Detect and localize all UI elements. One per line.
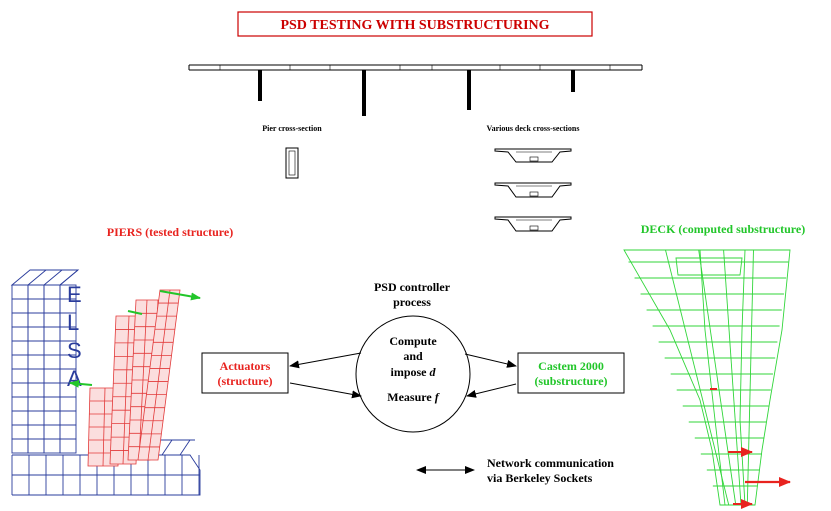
arrow-controller-to-actuators <box>289 352 362 369</box>
pier-1 <box>258 70 262 101</box>
bridge-elevation <box>188 64 643 116</box>
actuators-line-1: Actuators <box>220 359 271 373</box>
deck-cross-section-2-icon <box>494 182 572 198</box>
controller-label-line-1: PSD controller <box>374 280 451 294</box>
deck-cross-section-1-icon <box>494 148 572 163</box>
title-box <box>237 11 593 37</box>
piers-mesh <box>87 289 181 467</box>
network-legend-arrowhead-left <box>416 466 426 474</box>
castem-line-1: Castem 2000 <box>538 359 604 373</box>
piers-label: PIERS (tested structure) <box>107 225 233 239</box>
controller-label-line-2: process <box>393 295 431 309</box>
wall-letter-e: E <box>67 282 82 307</box>
castem-line-2: (substructure) <box>534 374 607 388</box>
actuators-box <box>201 352 289 394</box>
pier-load-arrow-mid <box>127 310 143 315</box>
arrow-controller-to-castem <box>464 353 517 368</box>
compute-line-3: impose d <box>391 365 437 379</box>
wall-letter-l: L <box>67 310 79 335</box>
pier-2 <box>362 70 366 116</box>
arrow-castem-to-controller <box>466 383 517 398</box>
deck-mesh <box>623 249 791 506</box>
pier-cross-section-icon <box>285 147 299 179</box>
wall-letter-s: S <box>67 338 82 363</box>
actuators-line-2: (structure) <box>217 374 272 388</box>
compute-line-2: and <box>403 349 423 363</box>
arrow-actuators-to-controller <box>289 382 362 399</box>
pier-4 <box>571 70 575 92</box>
deck-cross-section-3-icon <box>494 216 572 232</box>
title: PSD TESTING WITH SUBSTRUCTURING <box>280 18 549 33</box>
wall-letter-a: A <box>67 366 82 391</box>
measure-label: Measure f <box>387 390 439 404</box>
compute-line-1: Compute <box>389 334 437 348</box>
pier-load-arrow-bottom <box>69 379 93 388</box>
controller-circle <box>355 315 471 433</box>
pier-3 <box>467 70 471 110</box>
deck-label: DECK (computed substructure) <box>641 222 805 236</box>
network-legend-line-1: Network communication <box>487 456 614 470</box>
deck-cross-sections-label: Various deck cross-sections <box>487 124 580 133</box>
pier-cross-section-label: Pier cross-section <box>262 124 322 133</box>
network-legend-line-2: via Berkeley Sockets <box>487 471 593 485</box>
castem-box <box>517 352 625 394</box>
pier-load-arrow-top <box>159 290 201 301</box>
